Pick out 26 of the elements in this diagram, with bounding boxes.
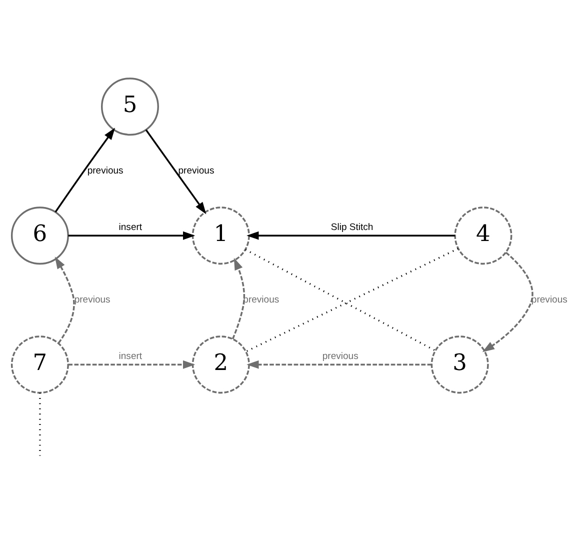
- arrow: [54, 256, 75, 344]
- arrow: [68, 360, 196, 369]
- edge-label: insert: [118, 222, 142, 234]
- arrow: [68, 231, 196, 240]
- edge-label: previous: [178, 166, 214, 177]
- arrow: [232, 258, 246, 340]
- edge-label: previous: [74, 294, 110, 306]
- connector: [39, 392, 41, 456]
- arrow: [482, 252, 534, 352]
- node-circle: 4: [454, 206, 512, 265]
- arrow: [145, 129, 206, 214]
- node-circle: 7: [10, 336, 69, 394]
- node-circle: 6: [10, 206, 69, 265]
- edge-label: Slip Stitch: [330, 222, 374, 234]
- node-circle: 2: [192, 336, 250, 394]
- edge-label: previous: [243, 294, 280, 306]
- edge-label: previous: [322, 351, 358, 362]
- arrow: [246, 231, 455, 240]
- node-circle: 1: [192, 206, 250, 265]
- edge-label: previous: [87, 166, 124, 177]
- node-circle: 5: [101, 78, 159, 136]
- arrow: [54, 128, 116, 212]
- node-circle: 3: [430, 336, 489, 394]
- edge-label: insert: [118, 351, 142, 362]
- edge-label: previous: [531, 294, 568, 306]
- arrow: [246, 360, 432, 369]
